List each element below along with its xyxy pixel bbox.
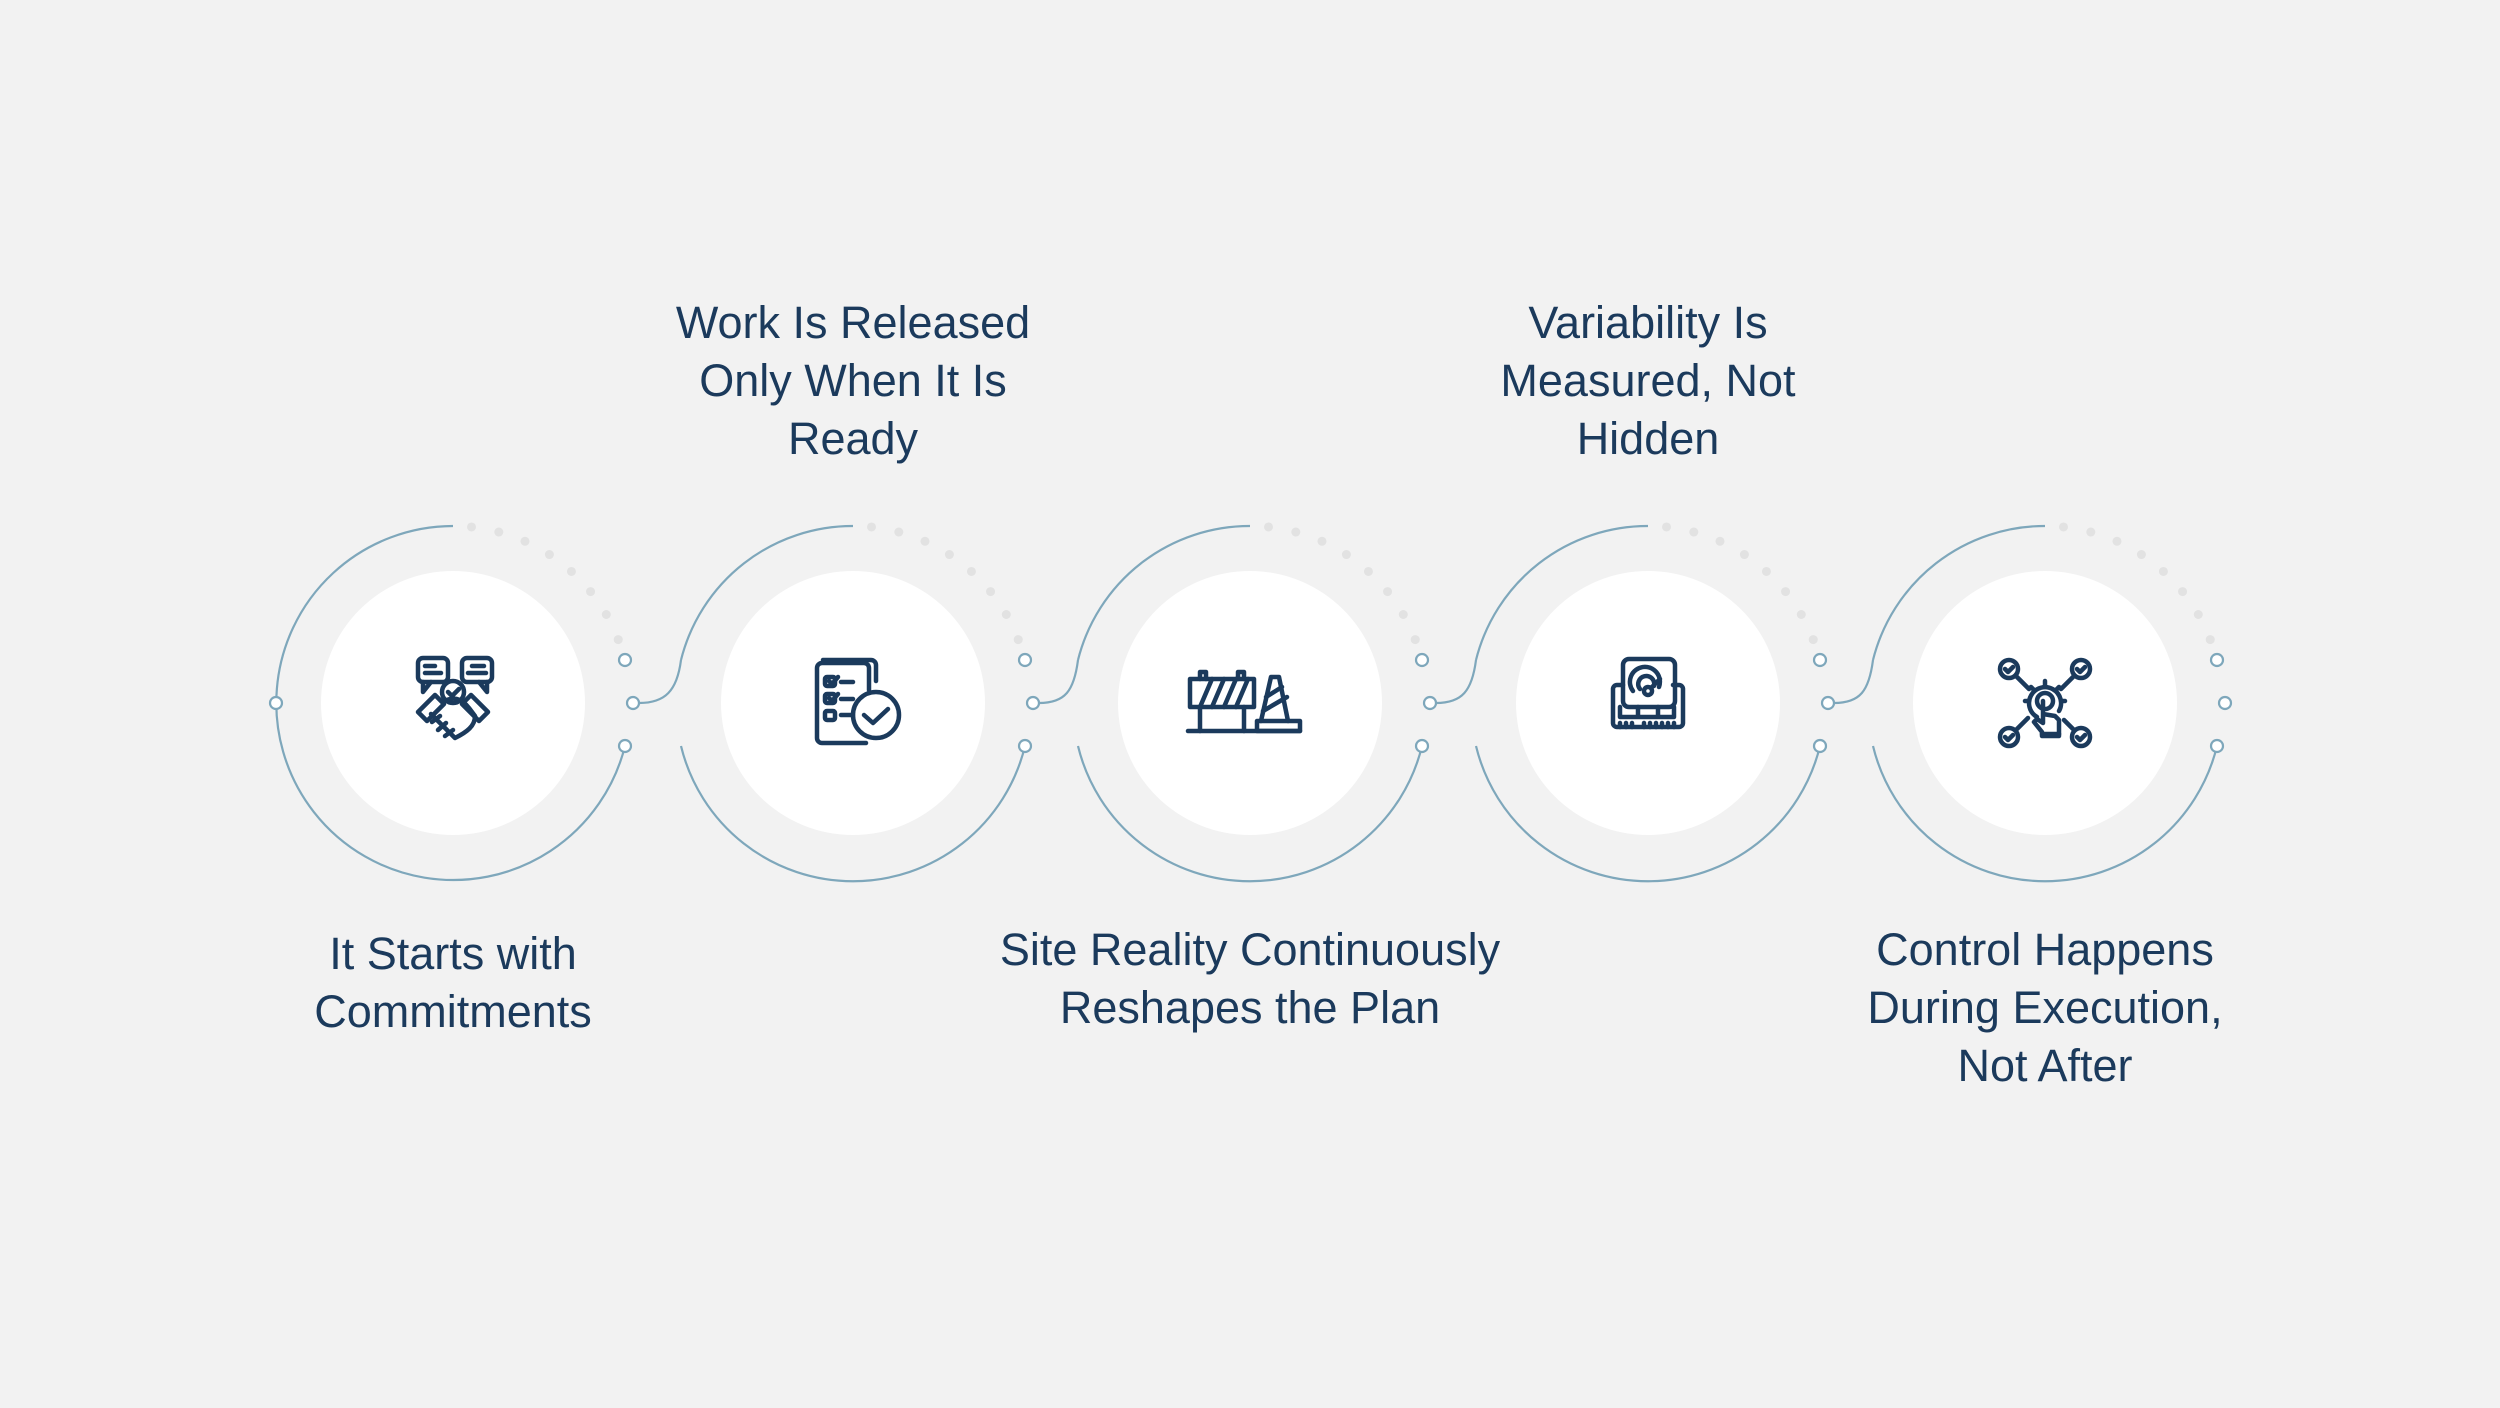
progress-dot: [1689, 527, 1699, 537]
checklist-icon: [814, 657, 902, 746]
connector-node: [2217, 695, 2233, 711]
connector-node: [1812, 738, 1828, 754]
step-4-label: Variability Is Measured, Not Hidden: [1500, 297, 1796, 464]
step-arc: [1474, 524, 1822, 883]
connector-line: [1833, 659, 1875, 705]
connector-node: [1017, 738, 1033, 754]
progress-dot: [1808, 635, 1818, 645]
progress-dot: [613, 635, 623, 645]
gauge-meter-icon: [1610, 656, 1686, 730]
progress-dot: [1761, 566, 1771, 576]
network-control-icon: [1997, 657, 2093, 749]
progress-dot: [2205, 635, 2215, 645]
progress-dot: [1264, 522, 1274, 532]
connector-line: [638, 659, 683, 705]
progress-dot: [920, 536, 930, 546]
progress-dot: [1291, 527, 1301, 537]
step-arc: [275, 524, 627, 882]
progress-dot: [1781, 587, 1791, 597]
progress-dot: [1001, 610, 1011, 619]
progress-dot: [1410, 635, 1420, 645]
connector-node: [1812, 652, 1828, 668]
connector-node: [1414, 652, 1430, 668]
progress-dot: [2193, 610, 2203, 619]
progress-dot: [1341, 550, 1351, 560]
connector-node: [1422, 695, 1438, 711]
barrier-cone-icon: [1185, 669, 1303, 734]
connector-line: [1435, 659, 1478, 705]
connector-node: [1017, 652, 1033, 668]
connector-line: [1038, 659, 1080, 705]
progress-dot: [2136, 550, 2146, 560]
progress-dot: [1363, 566, 1373, 576]
progress-dot: [601, 610, 611, 619]
progress-dot: [1013, 635, 1023, 645]
connector-node: [2209, 738, 2225, 754]
connector-node: [2209, 652, 2225, 668]
connector-node: [1025, 695, 1041, 711]
progress-dot: [2178, 587, 2188, 597]
progress-dot: [520, 536, 530, 546]
step-circle: [1516, 571, 1780, 835]
progress-dot: [1715, 536, 1725, 546]
progress-dot: [1739, 550, 1749, 560]
step-arc: [1076, 524, 1424, 883]
step-circle: [1118, 571, 1382, 835]
handshake-icon: [415, 655, 495, 741]
progress-dot: [1398, 610, 1408, 619]
connector-node: [625, 695, 641, 711]
progress-dot: [467, 522, 477, 532]
progress-dot: [586, 587, 596, 597]
progress-dot: [944, 550, 954, 560]
connector-node: [1414, 738, 1430, 754]
step-5-label: Control Happens During Execution, Not Af…: [1867, 924, 2223, 1091]
progress-dot: [1796, 610, 1806, 619]
progress-dot: [2158, 566, 2168, 576]
connector-node: [617, 738, 633, 754]
progress-dot: [1662, 522, 1672, 532]
step-3-label: Site Reality Continuously Reshapes the P…: [999, 924, 1501, 1033]
progress-dot: [2086, 527, 2096, 537]
progress-dot: [544, 550, 554, 560]
progress-dot: [1317, 536, 1327, 546]
progress-dot: [2059, 522, 2069, 532]
progress-dot: [986, 587, 996, 597]
step-circle: [721, 571, 985, 835]
progress-dot: [494, 527, 504, 537]
progress-dot: [867, 522, 877, 532]
step-arc: [679, 524, 1027, 883]
progress-dot: [566, 566, 576, 576]
step-arc: [1871, 524, 2219, 883]
step-2-label: Work Is Released Only When It Is Ready: [675, 297, 1031, 464]
progress-dot: [2112, 536, 2122, 546]
step-1-label: It Starts with Commitments: [314, 928, 592, 1037]
progress-dot: [966, 566, 976, 576]
connector-node: [1820, 695, 1836, 711]
progress-dot: [894, 527, 904, 537]
progress-dot: [1383, 587, 1393, 597]
connector-node: [617, 652, 633, 668]
connector-node: [268, 695, 284, 711]
